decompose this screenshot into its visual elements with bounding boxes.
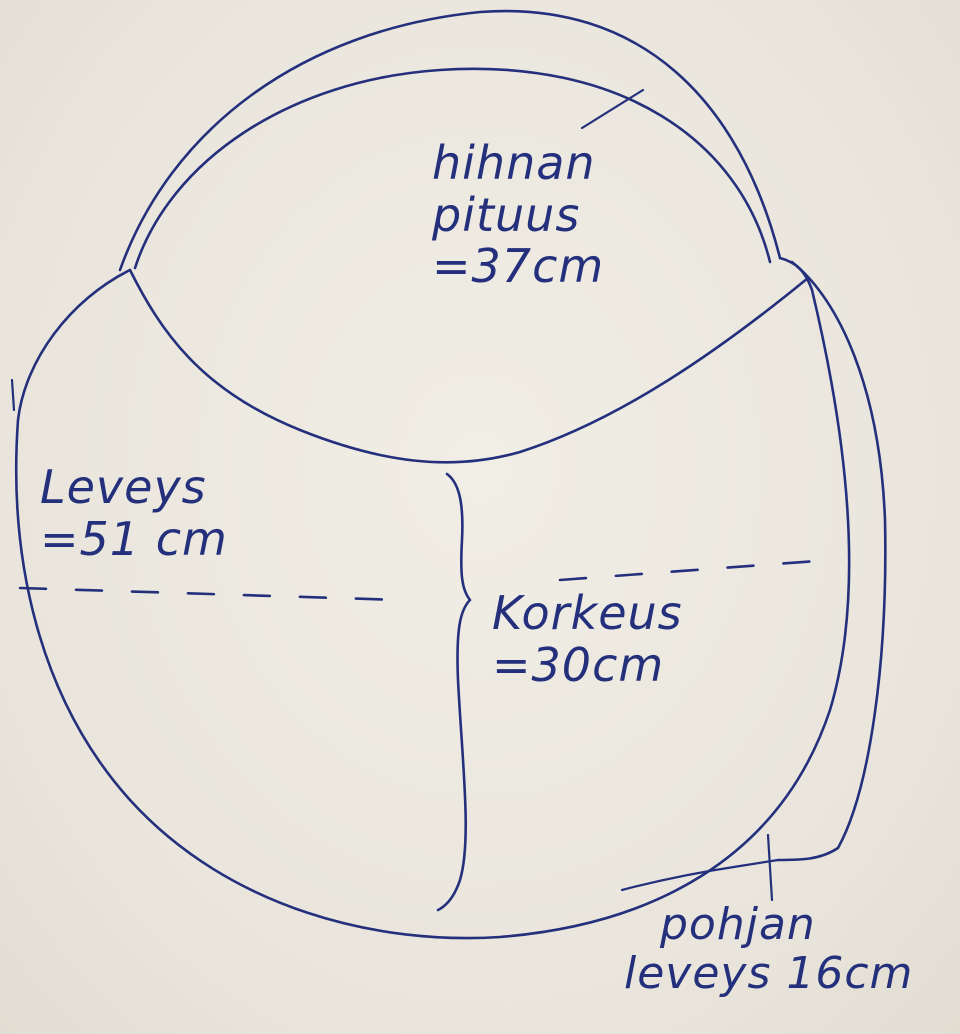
bottom-label-line1: pohjan: [660, 899, 816, 950]
width-label-line1: Leveys: [40, 460, 207, 514]
rim-tick: [10, 378, 16, 412]
bag-body-outline: [14, 256, 851, 940]
strap-label-line1: hihnan: [432, 136, 596, 190]
gusset-side-outline: [776, 260, 887, 862]
bottom-width-tick: [766, 833, 774, 902]
width-dashed-line-right: [558, 558, 832, 582]
strap-label-line2: pituus: [432, 187, 581, 242]
width-dashed-line: [18, 586, 402, 602]
bottom-width-marker: [620, 858, 780, 892]
strap-inner-arc: [133, 67, 772, 270]
width-label: Leveys =51 cm: [40, 460, 228, 566]
strap-outer-arc: [118, 9, 782, 272]
bottom-label-line2: leveys 16cm: [624, 948, 914, 1000]
height-label-line1: Korkeus: [492, 586, 683, 640]
width-label-line2: =51 cm: [40, 511, 228, 566]
strap-leader-line: [580, 88, 645, 130]
height-label-line2: =30cm: [492, 637, 665, 692]
height-label: Korkeus =30cm: [492, 586, 683, 692]
bag-opening-curve: [128, 268, 810, 464]
bottom-width-label: pohjan leveys 16cm: [624, 900, 913, 999]
strap-length-label: hihnan pituus =37cm: [432, 136, 605, 294]
strap-label-line3: =37cm: [432, 239, 605, 294]
height-brace: [436, 472, 472, 912]
